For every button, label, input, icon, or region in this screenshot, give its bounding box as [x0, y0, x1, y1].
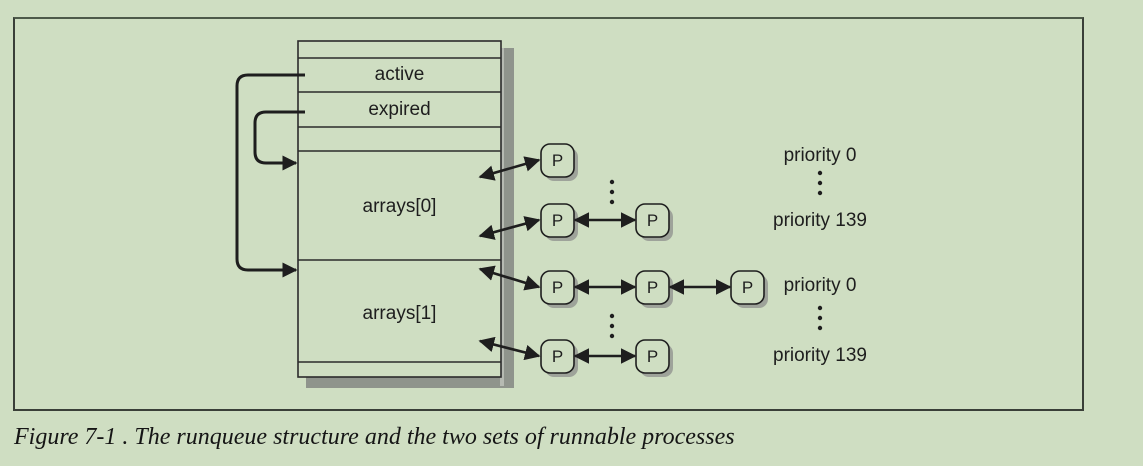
process-node: P: [635, 203, 673, 241]
priority-139-label: priority 139: [773, 345, 867, 366]
process-node: P: [540, 339, 578, 377]
array-to-process-link: [478, 265, 541, 291]
process-node: P: [635, 270, 673, 308]
process-node: P: [635, 339, 673, 377]
process-node: P: [540, 203, 578, 241]
priority-0-label: priority 0: [784, 145, 857, 166]
process-label: P: [647, 211, 658, 230]
array-to-process-link: [478, 156, 541, 181]
priority-139-label: priority 139: [773, 210, 867, 231]
field-expired-label: expired: [368, 99, 430, 120]
process-label: P: [647, 278, 658, 297]
process-label: P: [552, 211, 563, 230]
runqueue-box: [297, 40, 502, 378]
process-label: P: [552, 151, 563, 170]
arrays-1-label: arrays[1]: [363, 303, 437, 324]
process-label: P: [647, 347, 658, 366]
array-to-process-link: [478, 336, 541, 361]
process-label: P: [742, 278, 753, 297]
ellipsis-dots: [609, 170, 823, 339]
figure-frame: [13, 17, 1084, 411]
arrays-0-label: arrays[0]: [363, 196, 437, 217]
process-label: P: [552, 278, 563, 297]
active-pointer-arrow: [235, 73, 305, 278]
process-node: P: [730, 270, 768, 308]
process-node: P: [540, 270, 578, 308]
process-label: P: [552, 347, 563, 366]
array-to-process-link: [478, 216, 541, 240]
priority-0-label: priority 0: [784, 275, 857, 296]
expired-pointer-arrow: [253, 110, 305, 171]
field-active-label: active: [375, 64, 425, 85]
figure-caption: Figure 7-1 . The runqueue structure and …: [14, 424, 735, 450]
process-node: P: [540, 143, 578, 181]
